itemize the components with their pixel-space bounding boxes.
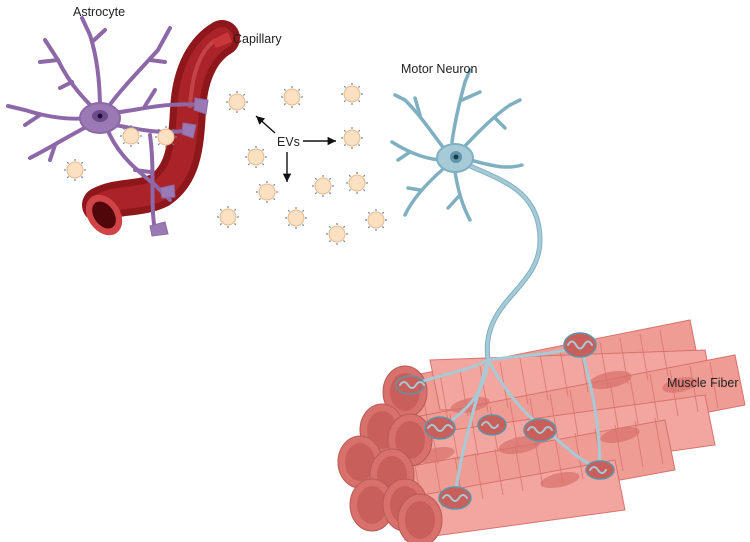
fiber-ends: [337, 365, 443, 542]
ev-particle: [225, 90, 249, 114]
labels: Astrocyte Capillary EVs Motor Neuron Mus…: [73, 5, 739, 390]
ev-particle: [284, 206, 308, 230]
ev-particle: [325, 222, 349, 246]
ev-particle: [340, 82, 364, 106]
motor-neuron-cell: [390, 68, 615, 510]
ev-particle: [154, 125, 178, 149]
fiber-row-back: [379, 319, 746, 541]
neuromuscular-junctions: [395, 332, 615, 510]
ev-particle: [255, 180, 279, 204]
label-capillary: Capillary: [233, 32, 282, 46]
ev-particle: [244, 145, 268, 169]
ev-particle: [216, 205, 240, 229]
ev-particle: [345, 171, 369, 195]
ev-particle: [340, 126, 364, 150]
ev-particle: [280, 85, 304, 109]
ev-particle: [119, 124, 143, 148]
label-evs: EVs: [277, 135, 300, 149]
ev-particle: [311, 174, 335, 198]
junction-squiggles: [399, 340, 607, 502]
astrocyte-cell: [6, 16, 209, 237]
label-astrocyte: Astrocyte: [73, 5, 125, 19]
arrow-icon: [255, 115, 276, 134]
muscle-fiber-bundle: [337, 319, 746, 542]
ev-arrows: [255, 115, 336, 182]
capillary-vessel: [82, 20, 240, 236]
label-muscle-fiber: Muscle Fiber: [667, 376, 739, 390]
label-motor-neuron: Motor Neuron: [401, 62, 477, 76]
ev-particle: [364, 208, 388, 232]
ev-particle: [63, 158, 87, 182]
